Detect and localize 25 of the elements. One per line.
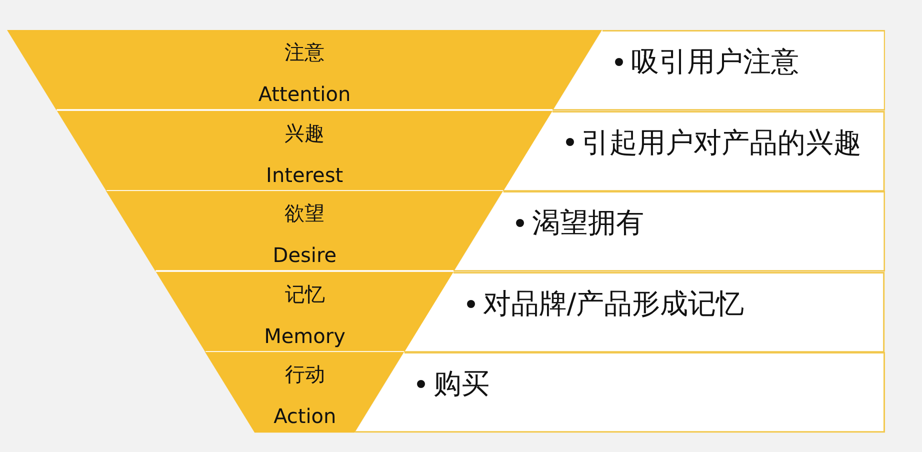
stage-subtitle: Memory bbox=[264, 324, 346, 348]
stage-title: 注意 bbox=[284, 40, 324, 64]
description-cell bbox=[503, 110, 885, 192]
stage-subtitle: Action bbox=[274, 404, 336, 428]
stage-subtitle: Attention bbox=[258, 82, 351, 106]
stage-title: 兴趣 bbox=[284, 120, 325, 145]
description-cell bbox=[552, 30, 885, 111]
funnel-band bbox=[56, 110, 553, 192]
description-text: 渴望拥有 bbox=[532, 206, 644, 240]
stage-title: 欲望 bbox=[284, 201, 325, 226]
funnel-band bbox=[156, 272, 454, 352]
stage-subtitle: Interest bbox=[266, 162, 344, 187]
stage-title: 行动 bbox=[284, 362, 325, 386]
stage-subtitle: Desire bbox=[272, 243, 337, 268]
description-cell bbox=[454, 191, 885, 272]
funnel-band bbox=[7, 30, 602, 111]
description-text: 对品牌/产品形成记忆 bbox=[482, 286, 744, 320]
stage-title: 记忆 bbox=[284, 282, 325, 306]
description-text: 购买 bbox=[433, 367, 490, 401]
description-text: 引起用户对产品的兴趣 bbox=[582, 126, 862, 160]
description-cell bbox=[404, 272, 885, 352]
funnel-band bbox=[106, 191, 504, 272]
description-cell bbox=[355, 352, 885, 433]
funnel-band bbox=[205, 352, 404, 433]
description-text: 吸引用户注意 bbox=[630, 45, 799, 79]
